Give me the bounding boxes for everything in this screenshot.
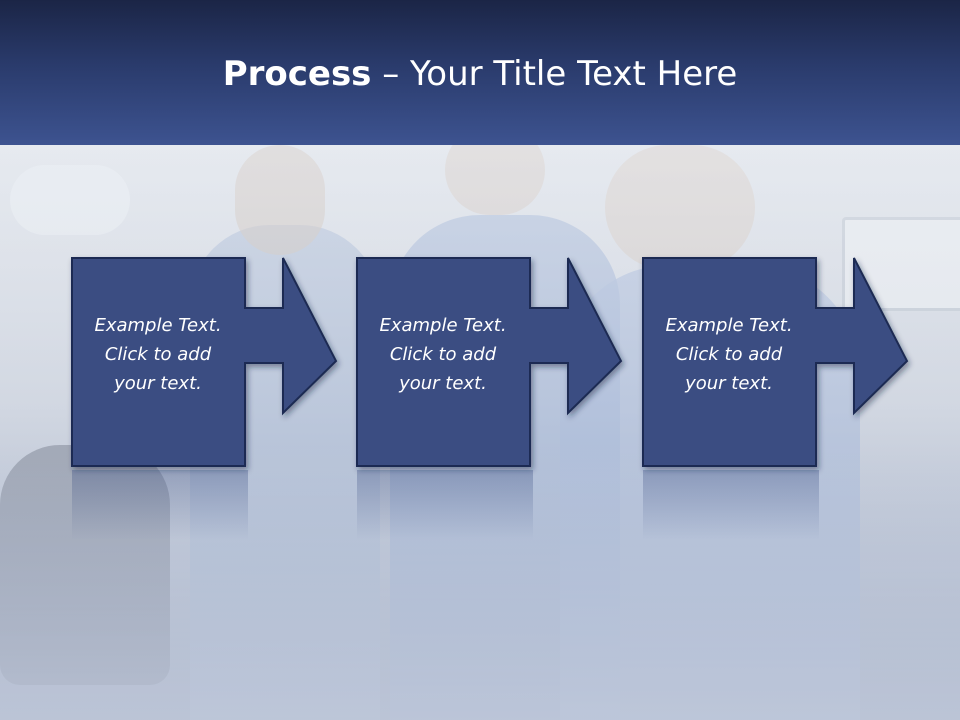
step-3-reflection <box>643 470 819 540</box>
process-step-3[interactable]: Example Text. Click to add your text. <box>641 256 960 468</box>
title-bold: Process <box>222 54 372 94</box>
step-1-line-1: Example Text. <box>94 315 222 336</box>
step-3-line-1: Example Text. <box>665 315 793 336</box>
slide-title[interactable]: Process – Your Title Text Here <box>0 52 960 96</box>
step-2-text[interactable]: Example Text. Click to add your text. <box>357 311 529 398</box>
step-1-text[interactable]: Example Text. Click to add your text. <box>72 311 244 398</box>
step-1-line-3: your text. <box>114 373 202 394</box>
step-3-text[interactable]: Example Text. Click to add your text. <box>643 311 815 398</box>
step-3-line-2: Click to add <box>675 344 783 365</box>
step-2-line-1: Example Text. <box>379 315 507 336</box>
process-step-1[interactable]: Example Text. Click to add your text. <box>70 256 410 468</box>
step-2-line-3: your text. <box>399 373 487 394</box>
process-step-2[interactable]: Example Text. Click to add your text. <box>355 256 695 468</box>
title-rest: – Your Title Text Here <box>371 54 738 94</box>
title-bar: Process – Your Title Text Here <box>0 0 960 145</box>
step-2-reflection <box>357 470 533 540</box>
photo-bottom-fade <box>0 445 960 720</box>
step-3-line-3: your text. <box>685 373 773 394</box>
step-1-line-2: Click to add <box>104 344 212 365</box>
step-2-line-2: Click to add <box>389 344 497 365</box>
right-arrow-icon <box>642 257 909 467</box>
step-1-reflection <box>72 470 248 540</box>
right-arrow-icon <box>71 257 338 467</box>
right-arrow-icon <box>356 257 623 467</box>
